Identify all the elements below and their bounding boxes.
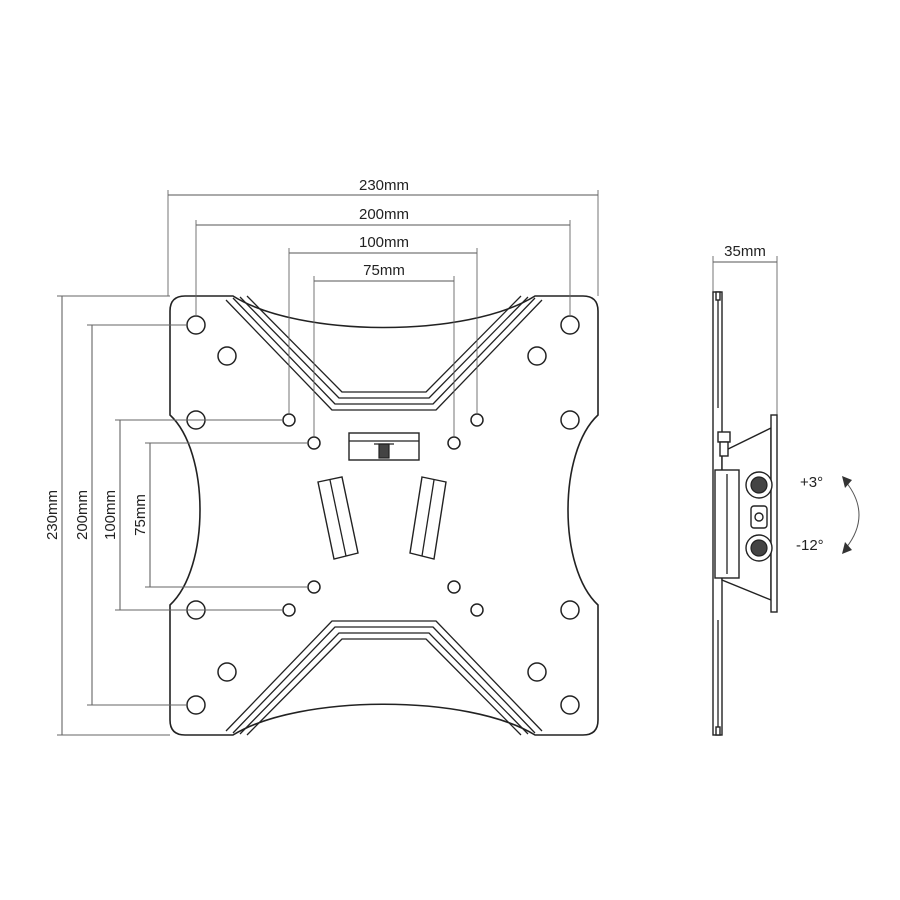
top-screw-icon [717,431,731,457]
lower-tilt-knob-icon [745,534,773,562]
height-75-label: 75mm [132,494,149,536]
mounting-hole [217,346,237,366]
mounting-hole [186,315,206,335]
locking-tab [348,432,420,461]
mounting-hole [217,662,237,682]
mounting-hole-small [282,413,296,427]
width-100-label: 100mm [359,234,409,251]
mounting-plate-outline [169,295,599,736]
left-slot [317,476,359,560]
mounting-hole [560,410,580,430]
tilt-down-label: -12° [796,537,824,554]
upper-tilt-knob-icon [745,471,773,499]
bottom-v-rib [225,620,543,736]
mounting-hole-small [307,580,321,594]
mounting-hole-small [307,436,321,450]
width-75-label: 75mm [363,262,405,279]
wall-plate-profile [770,414,778,613]
side-view: 35mm [712,243,860,736]
mounting-hole [560,315,580,335]
mounting-hole [560,600,580,620]
front-view: 230mm 200mm 100mm 75mm 230mm 200mm [44,177,599,736]
middle-pivot-icon [750,505,768,529]
right-slot [409,476,447,560]
width-overall-label: 230mm [359,177,409,194]
height-dimensions: 230mm 200mm 100mm 75mm [44,295,307,736]
width-200-label: 200mm [359,206,409,223]
mounting-hole-small [470,413,484,427]
mounting-hole-small [447,580,461,594]
tilt-up-label: +3° [800,474,823,491]
width-dimensions: 230mm 200mm 100mm 75mm [167,177,599,436]
mounting-hole [560,695,580,715]
mounting-hole-small [470,603,484,617]
mounting-hole [186,695,206,715]
height-overall-label: 230mm [44,490,61,540]
tilt-range-arrow-icon [842,476,860,554]
locking-screw-icon [378,443,390,459]
height-100-label: 100mm [102,490,119,540]
depth-dimension: 35mm [712,243,778,415]
height-200-label: 200mm [74,490,91,540]
depth-label: 35mm [724,243,766,260]
mounting-hole-small [447,436,461,450]
mounting-hole-small [282,603,296,617]
mounting-hole [527,662,547,682]
mounting-hole [527,346,547,366]
top-v-rib [225,295,543,411]
